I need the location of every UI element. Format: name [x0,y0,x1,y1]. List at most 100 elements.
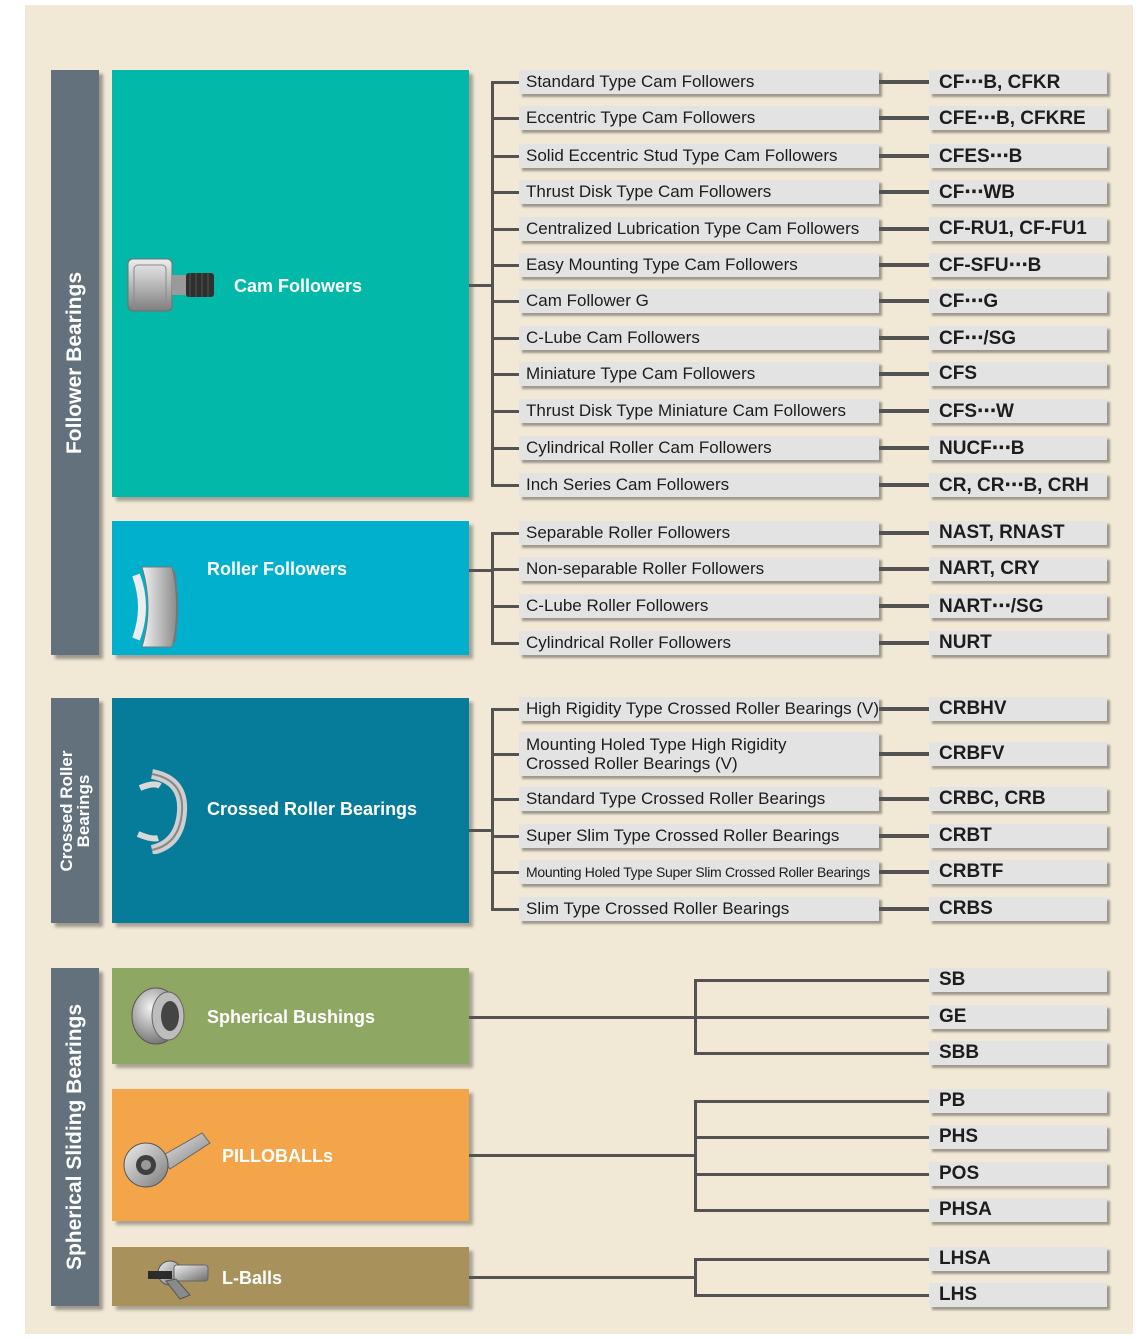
product-code-box: LHSA [929,1247,1107,1271]
connector-line [493,531,519,535]
product-name-box: C-Lube Roller Followers [519,594,879,618]
category-label: L-Balls [222,1268,283,1288]
connector-line [493,446,519,450]
product-name-box: Non-separable Roller Followers [519,557,879,581]
category-crossed-roller-bearings: Crossed Roller Bearings [112,698,469,923]
product-code-box: CFS⋯W [929,399,1107,423]
connector-line [696,1293,929,1297]
product-code-box: CF-RU1, CF-FU1 [929,217,1107,241]
product-code-box: CF⋯G [929,289,1107,313]
connector-line [493,483,519,487]
connector-line [879,707,929,711]
connector-line [879,531,929,535]
product-name-box: Slim Type Crossed Roller Bearings [519,897,879,921]
connector-line [493,797,519,801]
product-code-box: PB [929,1089,1107,1113]
category-label: Roller Followers [207,559,348,579]
product-name-box: Miniature Type Cam Followers [519,362,879,386]
product-code-box: CFES⋯B [929,144,1107,168]
category-l-balls: L-Balls [112,1247,469,1306]
category-cam-followers: Cam Followers [112,70,469,497]
connector-line [493,154,519,158]
connector-line [493,336,519,340]
sidebar-crossed-roller-bearings: Crossed Roller Bearings [51,698,99,923]
product-code-box: CRBFV [929,742,1107,766]
connector-line [493,604,519,608]
sidebar-follower-bearings: Follower Bearings [51,70,99,655]
connector-line [469,828,493,832]
product-name-line: Crossed Roller Bearings (V) [526,754,738,773]
category-label: Spherical Bushings [207,1007,376,1027]
product-code-box: PHSA [929,1198,1107,1222]
product-name-box: Standard Type Crossed Roller Bearings [519,787,879,811]
product-name-box: Centralized Lubrication Type Cam Followe… [519,217,879,241]
category-label: Cam Followers [234,276,363,296]
connector-line [696,978,929,982]
connector-line [879,154,929,158]
product-code-box: CRBHV [929,697,1107,721]
product-name-box: Separable Roller Followers [519,521,879,545]
product-name-box: Solid Eccentric Stud Type Cam Followers [519,144,879,168]
category-pilloballs: PILLOBALLs [112,1089,469,1221]
category-roller-followers: Roller Followers [112,521,469,655]
connector-line [879,604,929,608]
product-name-box: Mounting Holed Type Super Slim Crossed R… [519,860,879,884]
product-code-box: CRBTF [929,860,1107,884]
sidebar-label: Spherical Sliding Bearings [63,1003,86,1271]
roller-follower-icon [132,566,178,648]
connector-line [493,567,519,571]
connector-line [879,409,929,413]
product-code-box: NAST, RNAST [929,521,1107,545]
cam-follower-icon [127,258,214,312]
connector-line [879,834,929,838]
category-spherical-bushings: Spherical Bushings [112,968,469,1064]
product-name-box: Cylindrical Roller Followers [519,631,879,655]
connector-line [696,1208,929,1212]
connector-line [879,870,929,874]
connector-line [493,409,519,413]
category-label: Crossed Roller Bearings [207,799,418,819]
product-name-box: Thrust Disk Type Cam Followers [519,180,879,204]
connector-line [493,907,519,911]
sidebar-label-text: Crossed Roller Bearings [57,750,93,871]
connector-line [493,834,519,838]
product-name-box: Super Slim Type Crossed Roller Bearings [519,824,879,848]
product-name-box: Cam Follower G [519,289,879,313]
connector-line [469,283,493,287]
connector-line [879,641,929,645]
connector-line [493,372,519,376]
connector-line [879,372,929,376]
product-code-box: CF⋯B, CFKR [929,70,1107,94]
connector-line [493,227,519,231]
connector-line [493,190,519,194]
product-name-box: Standard Type Cam Followers [519,70,879,94]
product-name-box: High Rigidity Type Crossed Roller Bearin… [519,697,879,721]
connector-line [879,446,929,450]
product-name-box: Thrust Disk Type Miniature Cam Followers [519,399,879,423]
connector-line [879,567,929,571]
connector-line [696,1257,929,1261]
connector-line [696,1051,929,1055]
connector-line [879,299,929,303]
product-code-box: SBB [929,1041,1107,1065]
connector-line [469,568,493,572]
connector-line [491,531,494,645]
category-label: PILLOBALLs [222,1146,333,1166]
l-ball-icon [148,1260,209,1300]
connector-line [879,227,929,231]
product-code-box: PHS [929,1125,1107,1149]
product-name-line: Mounting Holed Type High Rigidity [526,735,787,754]
crossed-roller-ring-icon [136,769,188,854]
connector-line [696,1015,929,1019]
connector-line [469,1275,696,1279]
product-code-box: CRBC, CRB [929,787,1107,811]
connector-line [493,707,519,711]
connector-line [493,299,519,303]
connector-line [493,641,519,645]
product-code-box: CF-SFU⋯B [929,253,1107,277]
product-name-box: C-Lube Cam Followers [519,326,879,350]
connector-line [493,870,519,874]
connector-line [879,116,929,120]
product-code-box: POS [929,1162,1107,1186]
sidebar-spherical-sliding-bearings: Spherical Sliding Bearings [51,968,99,1306]
